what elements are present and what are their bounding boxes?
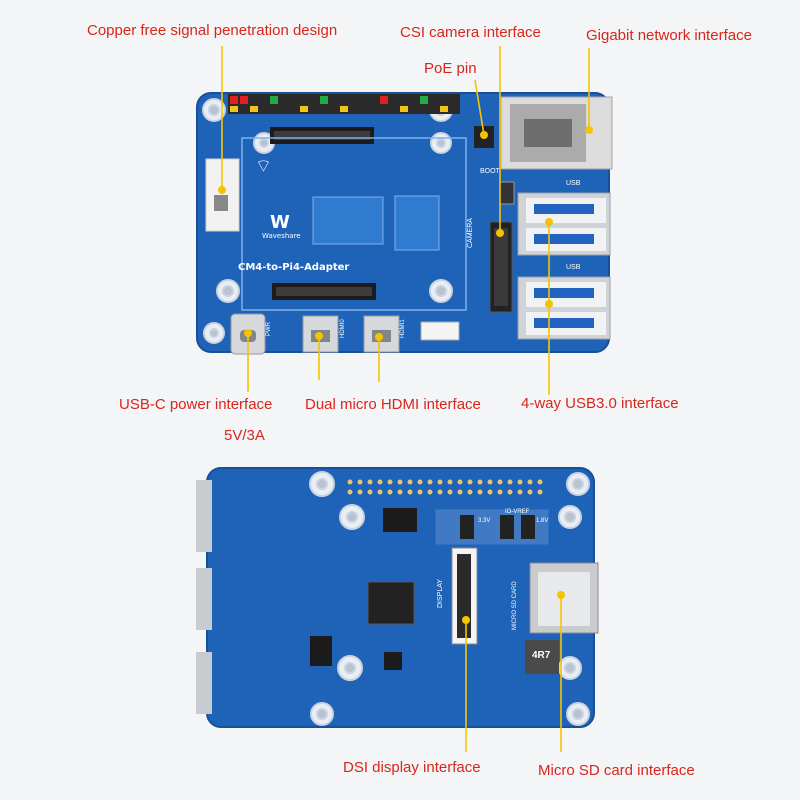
callout-hdmi: Dual micro HDMI interface xyxy=(305,396,481,413)
v18-label: 1.8V xyxy=(536,518,549,524)
usb-label-2: USB xyxy=(566,264,581,271)
usb-label-1: USB xyxy=(566,180,581,187)
waveshare-logo: W xyxy=(270,212,290,233)
v33-label: 3.3V xyxy=(478,518,491,524)
callout-microsd: Micro SD card interface xyxy=(538,762,695,779)
wifi-icon: ⌔ xyxy=(255,156,272,177)
vref-label: IO-VREF xyxy=(505,509,530,515)
gpio-holes xyxy=(347,479,543,495)
board-model: CM4-to-Pi4-Adapter xyxy=(238,262,350,273)
callout-csi: CSI camera interface xyxy=(400,24,541,41)
callout-copper-free: Copper free signal penetration design xyxy=(87,22,338,39)
callout-poe: PoE pin xyxy=(424,60,477,77)
inductor xyxy=(525,640,559,674)
callout-gigabit: Gigabit network interface xyxy=(586,27,752,44)
bottom-mounting-holes xyxy=(309,471,590,726)
callout-dsi: DSI display interface xyxy=(343,759,481,776)
boot-label: BOOT xyxy=(480,168,500,175)
inductor-label: 4R7 xyxy=(532,650,551,661)
board-brand: Waveshare xyxy=(262,232,301,240)
gpio-header xyxy=(228,94,460,114)
usb-ports xyxy=(517,192,611,340)
callout-usbc: USB-C power interface xyxy=(119,396,273,413)
callout-usbc-spec: 5V/3A xyxy=(224,427,265,444)
callout-usb3: 4-way USB3.0 interface xyxy=(521,395,679,412)
fan-header xyxy=(420,321,460,341)
